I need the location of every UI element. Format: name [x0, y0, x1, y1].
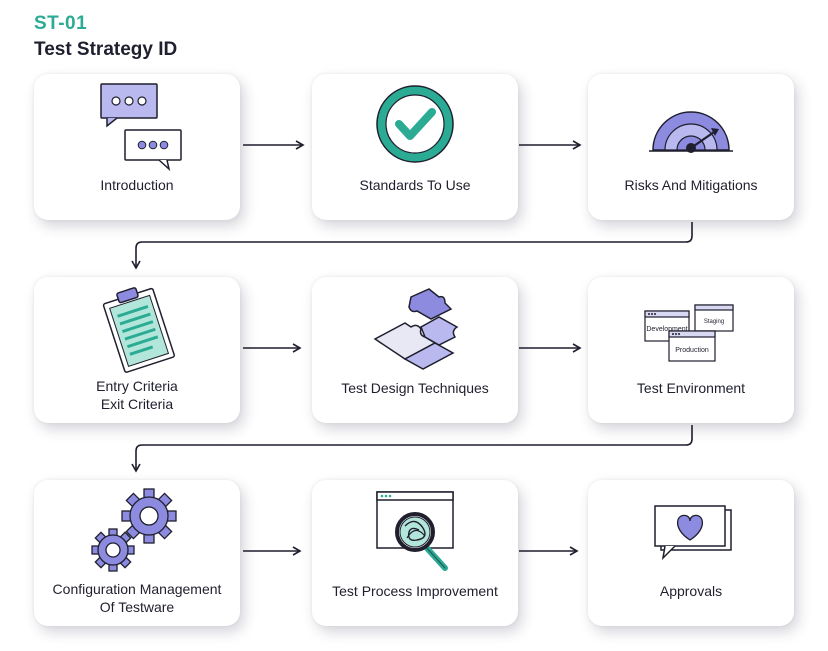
svg-text:Production: Production	[675, 347, 709, 354]
puzzle-icon	[373, 288, 459, 370]
step-card-test-process-improvement: Test Process Improvement	[312, 480, 518, 626]
svg-text:Development: Development	[646, 326, 687, 333]
step-card-approvals: Approvals	[588, 480, 794, 626]
page-title: Test Strategy ID	[34, 39, 178, 60]
strategy-code: ST-01	[34, 13, 88, 34]
step-label: Introduction	[100, 177, 174, 193]
magnifier-browser-icon	[376, 491, 454, 571]
step-label: Configuration Management Of Testware	[52, 581, 222, 615]
production-window: Production	[668, 330, 716, 362]
arrow-3-4	[131, 222, 693, 270]
development-window: Development	[644, 310, 690, 342]
gauge-icon	[649, 111, 733, 153]
gears-icon	[91, 488, 177, 572]
chat-bubbles-icon	[100, 83, 182, 172]
step-card-entry-exit-criteria: Entry Criteria Exit Criteria	[34, 277, 240, 423]
step-label: Entry Criteria Exit Criteria	[96, 378, 178, 412]
staging-window: Staging	[694, 304, 734, 332]
checkmark-circle-icon	[376, 85, 454, 163]
step-card-test-environment: Development Staging Production Test Envi…	[588, 277, 794, 423]
environment-windows-icon: Development Staging Production	[644, 304, 734, 362]
step-card-standards-to-use: Standards To Use	[312, 74, 518, 220]
step-label: Risks And Mitigations	[624, 177, 758, 193]
step-label: Test Environment	[636, 380, 746, 396]
step-card-risks-and-mitigations: Risks And Mitigations	[588, 74, 794, 220]
step-card-introduction: Introduction	[34, 74, 240, 220]
step-card-configuration-management: Configuration Management Of Testware	[34, 480, 240, 626]
step-card-test-design-techniques: Test Design Techniques	[312, 277, 518, 423]
step-label: Test Design Techniques	[341, 380, 489, 396]
step-label: Approvals	[659, 583, 723, 599]
step-label: Standards To Use	[359, 177, 471, 193]
step-label: Test Process Improvement	[332, 583, 498, 599]
clipboard-icon	[102, 287, 175, 373]
header: ST-01 Test Strategy ID	[34, 12, 177, 62]
heart-bubble-icon	[654, 505, 732, 561]
arrow-6-7	[131, 425, 693, 473]
svg-text:Staging: Staging	[704, 319, 724, 325]
